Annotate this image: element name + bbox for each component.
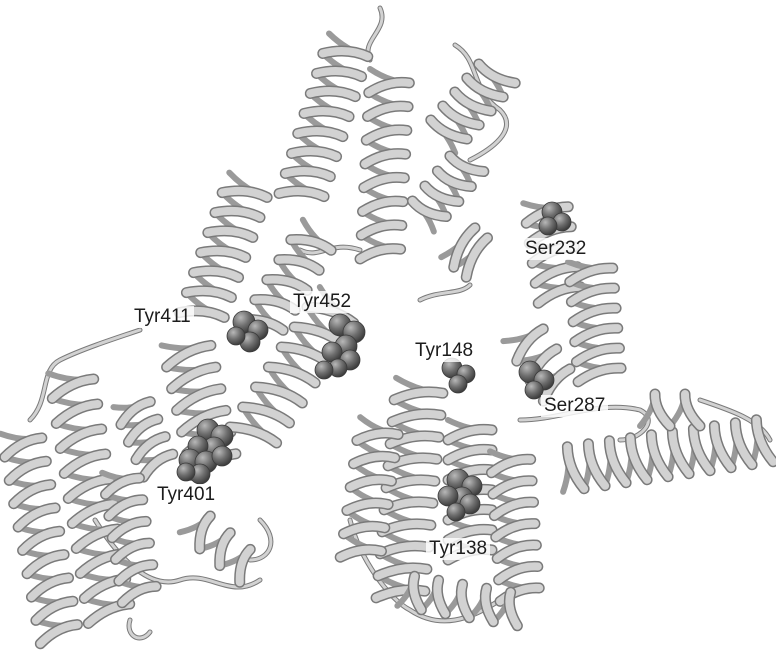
label-tyr148: Tyr148 xyxy=(412,340,476,362)
label-tyr411: Tyr411 xyxy=(131,306,194,328)
helix-center-long xyxy=(376,378,443,598)
label-tyr452: Tyr452 xyxy=(290,291,354,313)
label-tyr138: Tyr138 xyxy=(426,538,490,560)
helix-top-right-a xyxy=(431,64,515,153)
helix-top-left-a xyxy=(279,33,368,196)
helix-left-small xyxy=(113,402,172,477)
helix-right-a xyxy=(568,262,621,382)
spheres-tyr148 xyxy=(442,358,475,393)
helix-right-lower xyxy=(490,451,539,601)
label-tyr401: Tyr401 xyxy=(154,484,218,506)
helix-top-center xyxy=(360,69,409,259)
label-ser287: Ser287 xyxy=(541,395,608,417)
helix-top-right-b xyxy=(412,156,483,232)
label-ser232: Ser232 xyxy=(522,238,589,260)
helix-bottom-left xyxy=(180,516,250,582)
helix-ring xyxy=(441,228,487,277)
